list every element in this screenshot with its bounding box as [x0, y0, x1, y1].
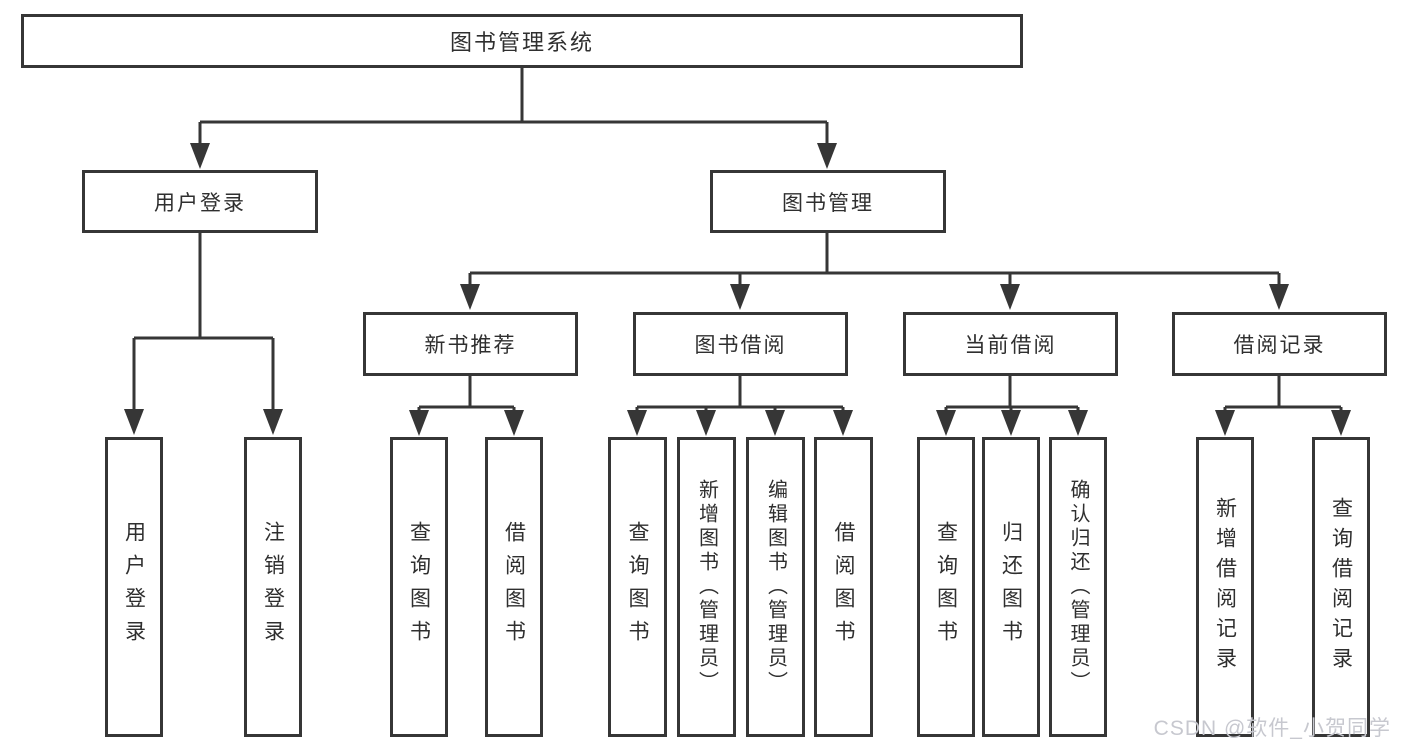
leaf-label: 查询借阅记录 — [1329, 497, 1353, 677]
leaf-label: 用户登录 — [122, 521, 146, 653]
node-library-management-system: 图书管理系统 — [21, 14, 1023, 68]
leaf-query-borrow-record: 查询借阅记录 — [1312, 437, 1370, 737]
node-book-management: 图书管理 — [710, 170, 946, 233]
leaf-label: 归还图书 — [999, 521, 1023, 653]
leaf-add-books-admin: 新增图书（管理员） — [677, 437, 736, 737]
leaf-label: 编辑图书（管理员） — [764, 479, 787, 695]
node-book-borrowing: 图书借阅 — [633, 312, 848, 376]
node-label: 借阅记录 — [1233, 334, 1326, 357]
leaf-label: 借阅图书 — [832, 521, 855, 653]
leaf-label: 借阅图书 — [502, 521, 526, 653]
leaf-query-books-current: 查询图书 — [917, 437, 975, 737]
node-current-borrowing: 当前借阅 — [903, 312, 1118, 376]
leaf-return-books: 归还图书 — [982, 437, 1040, 737]
leaf-label: 新增借阅记录 — [1213, 497, 1237, 677]
node-label: 图书管理 — [782, 191, 874, 215]
leaf-label: 查询图书 — [934, 521, 958, 653]
leaf-logout-login: 注销登录 — [244, 437, 302, 737]
leaf-user-login: 用户登录 — [105, 437, 163, 737]
leaf-label: 查询图书 — [407, 521, 431, 653]
leaf-label: 确认归还（管理员） — [1067, 479, 1089, 695]
csdn-watermark: CSDN @软件_小贺同学 — [1153, 717, 1391, 740]
leaf-confirm-return-admin: 确认归还（管理员） — [1049, 437, 1107, 737]
leaf-edit-books-admin: 编辑图书（管理员） — [746, 437, 805, 737]
node-new-book-recommendation: 新书推荐 — [363, 312, 578, 376]
leaf-label: 新增图书（管理员） — [695, 479, 718, 695]
leaf-query-books-borrowing: 查询图书 — [608, 437, 667, 737]
node-label: 图书借阅 — [694, 334, 787, 357]
node-label: 图书管理系统 — [449, 30, 594, 55]
leaf-add-borrow-record: 新增借阅记录 — [1196, 437, 1254, 737]
leaf-query-books-recommend: 查询图书 — [390, 437, 448, 737]
node-label: 当前借阅 — [964, 334, 1057, 357]
node-user-login: 用户登录 — [82, 170, 318, 233]
leaf-borrow-books-recommend: 借阅图书 — [485, 437, 543, 737]
leaf-label: 查询图书 — [626, 521, 649, 653]
node-borrowing-records: 借阅记录 — [1172, 312, 1387, 376]
node-label: 用户登录 — [154, 191, 246, 215]
leaf-label: 注销登录 — [261, 521, 285, 653]
node-label: 新书推荐 — [424, 334, 517, 357]
leaf-borrow-books-borrowing: 借阅图书 — [814, 437, 873, 737]
